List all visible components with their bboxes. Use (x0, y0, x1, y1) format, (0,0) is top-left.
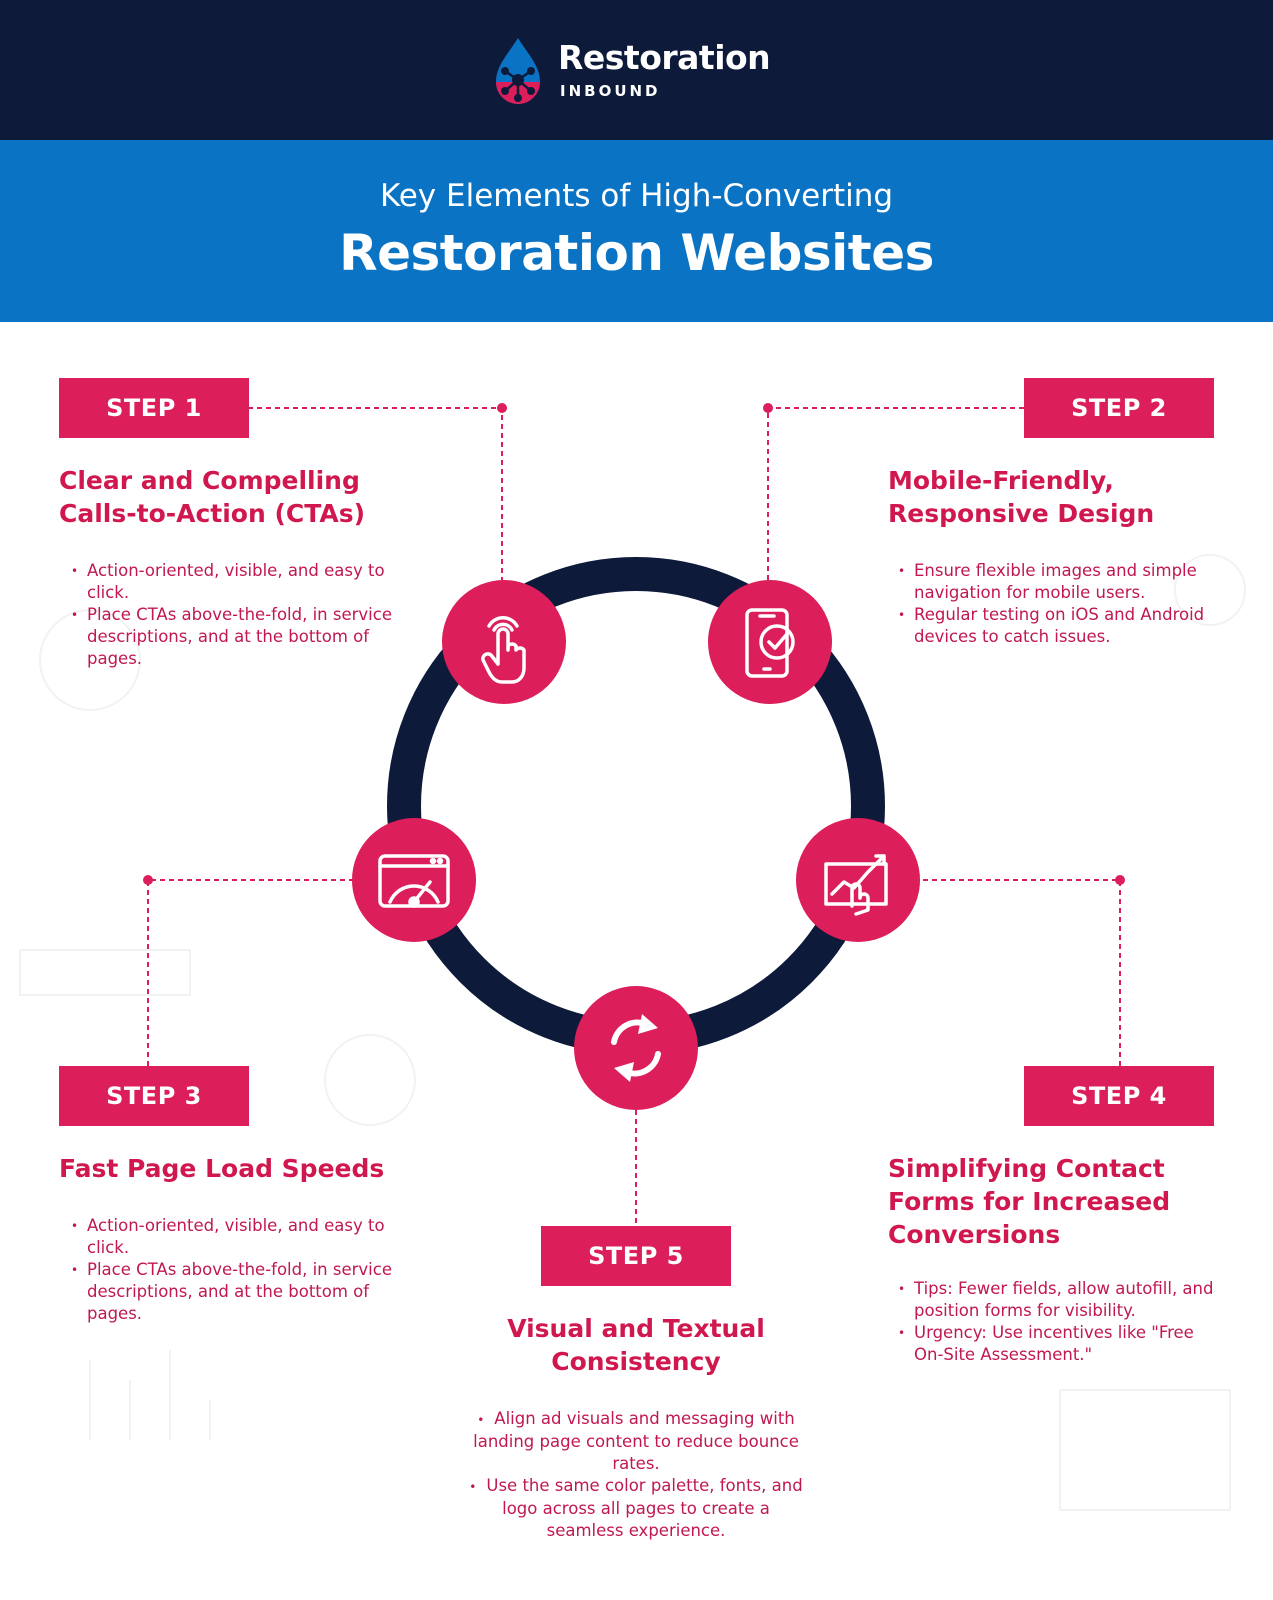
step-4-bullet-2: Urgency: Use incentives like "Free On-Si… (888, 1322, 1218, 1366)
step-2-heading: Mobile-Friendly, Responsive Design (888, 464, 1154, 530)
step-4-heading-line-3: Conversions (888, 1220, 1061, 1249)
step-3-bullets: Action-oriented, visible, and easy to cl… (61, 1215, 401, 1325)
step-2-bullet-1: Ensure flexible images and simple naviga… (888, 560, 1218, 604)
brand-subtitle: INBOUND (560, 82, 661, 100)
step-4-heading-line-1: Simplifying Contact (888, 1154, 1165, 1183)
step-1-heading-line-1: Clear and Compelling (59, 466, 360, 495)
step-3-heading-line-1: Fast Page Load Speeds (59, 1154, 385, 1183)
step-4-heading-line-2: Forms for Increased (888, 1187, 1171, 1216)
step-2-heading-line-1: Mobile-Friendly, (888, 466, 1114, 495)
step-4-icon-circle (796, 818, 920, 942)
hand-tap-icon (481, 616, 526, 684)
step-4-badge: STEP 4 (1024, 1066, 1214, 1126)
step-2-bullet-2: Regular testing on iOS and Android devic… (888, 604, 1218, 648)
step-2-badge: STEP 2 (1024, 378, 1214, 438)
step-2-heading-line-2: Responsive Design (888, 499, 1155, 528)
step-4-bullets: Tips: Fewer fields, allow autofill, and … (888, 1278, 1218, 1366)
touchscreen-growth-icon (824, 854, 888, 916)
mobile-check-icon (745, 608, 795, 678)
step-1-bullet-2: Place CTAs above-the-fold, in service de… (61, 604, 401, 670)
step-3-bullet-1: Action-oriented, visible, and easy to cl… (61, 1215, 401, 1259)
step-5-badge: STEP 5 (541, 1226, 731, 1286)
step-1-heading-line-2: Calls-to-Action (CTAs) (59, 499, 366, 528)
step-1-badge: STEP 1 (59, 378, 249, 438)
speedometer-browser-icon (378, 854, 450, 908)
step-5-bullet-2: Use the same color palette, fonts, and l… (466, 1475, 806, 1542)
step-3-heading: Fast Page Load Speeds (59, 1152, 384, 1185)
title-banner: Key Elements of High-Converting Restorat… (0, 140, 1273, 322)
step-5-icon-circle (574, 986, 698, 1110)
brand-logo[interactable]: Restoration INBOUND (490, 36, 790, 108)
step-1-bullets: Action-oriented, visible, and easy to cl… (61, 560, 401, 670)
header-bar: Restoration INBOUND (0, 0, 1273, 140)
connector-dots (143, 403, 1125, 885)
brand-name: Restoration (558, 38, 771, 77)
step-1-icon-circle (442, 580, 566, 704)
page-title: Restoration Websites (339, 224, 934, 282)
step-5-heading-line-1: Visual and Textual (507, 1314, 765, 1343)
refresh-cycle-icon (611, 1014, 661, 1082)
step-3-icon-circle (352, 818, 476, 942)
step-4-heading: Simplifying Contact Forms for Increased … (888, 1152, 1170, 1251)
step-5-heading: Visual and Textual Consistency (436, 1312, 836, 1378)
step-3-badge: STEP 3 (59, 1066, 249, 1126)
step-4-bullet-1: Tips: Fewer fields, allow autofill, and … (888, 1278, 1218, 1322)
step-2-bullets: Ensure flexible images and simple naviga… (888, 560, 1218, 648)
step-5-bullets: Align ad visuals and messaging with land… (466, 1408, 806, 1542)
step-5-heading-line-2: Consistency (551, 1347, 721, 1376)
step-3-bullet-2: Place CTAs above-the-fold, in service de… (61, 1259, 401, 1325)
water-drop-network-icon (496, 38, 540, 104)
page-subtitle: Key Elements of High-Converting (379, 178, 894, 214)
step-2-icon-circle (708, 580, 832, 704)
step-5-bullet-1: Align ad visuals and messaging with land… (466, 1408, 806, 1475)
step-1-bullet-1: Action-oriented, visible, and easy to cl… (61, 560, 401, 604)
step-1-heading: Clear and Compelling Calls-to-Action (CT… (59, 464, 365, 530)
